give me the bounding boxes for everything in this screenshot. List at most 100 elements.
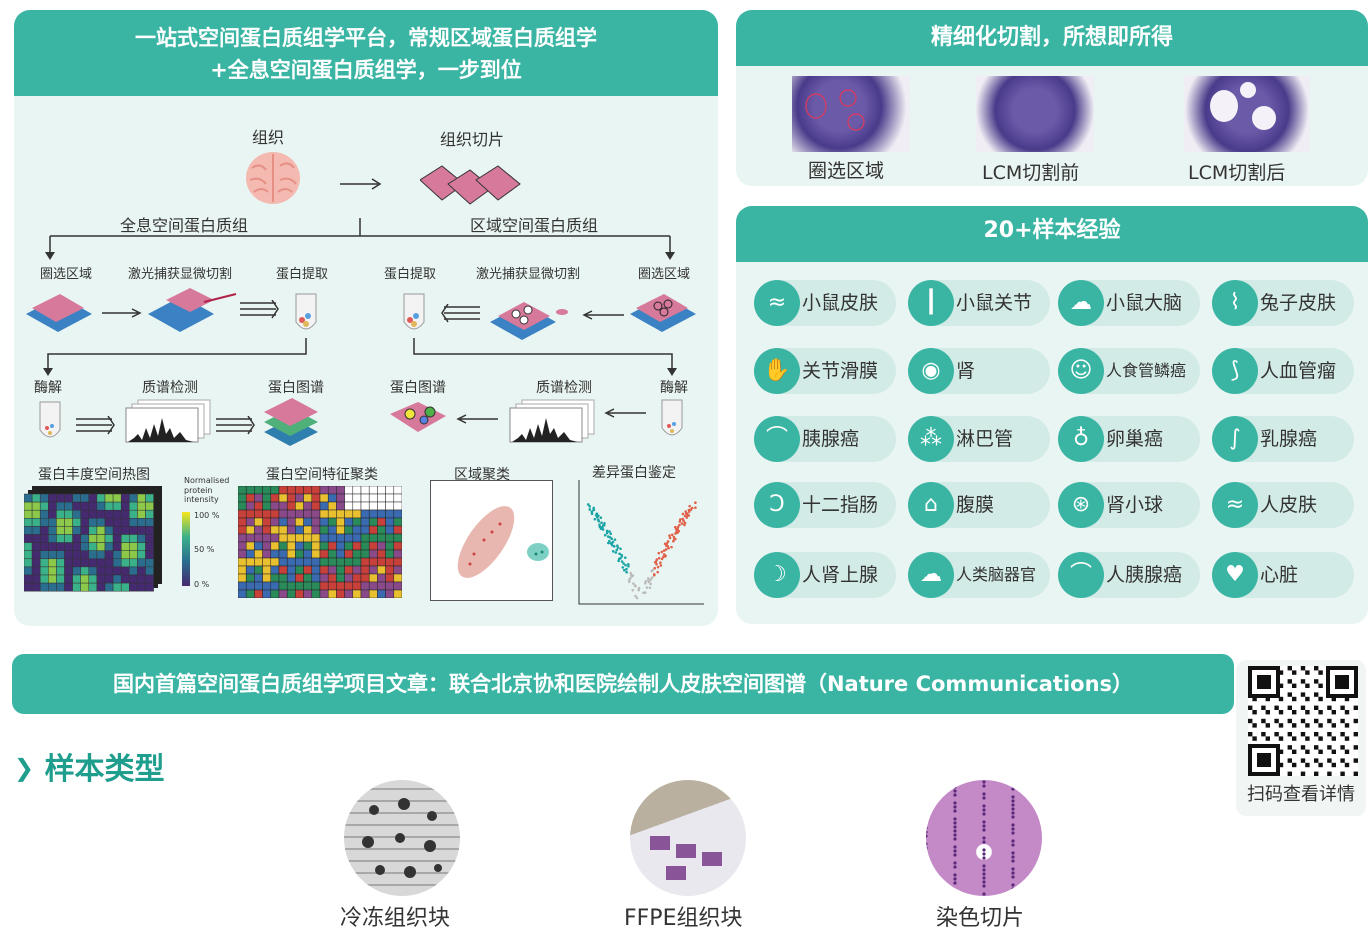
right-step-protein-extract: 蛋白提取: [384, 267, 437, 282]
arrow-left-icon: [582, 310, 624, 320]
qr-card[interactable]: 扫码查看详情: [1236, 660, 1366, 816]
skin-icon: ≈: [754, 280, 800, 326]
sample-item: ♥心脏: [1212, 552, 1354, 598]
region-cluster-title: 区域聚类: [454, 467, 510, 483]
qr-code-image[interactable]: [1248, 666, 1358, 776]
right-step-lcm: 激光捕获显微切割: [476, 267, 581, 282]
sample-item: ☁人类脑器官: [908, 552, 1050, 598]
sample-item-label: 乳腺癌: [1260, 428, 1318, 450]
brain-icon: ☁: [1058, 280, 1104, 326]
multi-arrow-icon: [240, 300, 279, 319]
right-step-protein-map: 蛋白图谱: [390, 380, 446, 396]
arrow-left-icon: [604, 408, 646, 418]
brain-illustration: [246, 152, 300, 204]
sample-item-label: 淋巴管: [956, 428, 1014, 450]
workflow-header: 一站式空间蛋白质组学平台，常规区域蛋白质组学 +全息空间蛋白质组学，一步到位: [14, 10, 718, 96]
region-cut-illustration: [490, 302, 568, 340]
cluster-grid: [238, 486, 402, 598]
mass-spec-spectra-icon: [125, 399, 211, 443]
cut-caption-select: 圈选区域: [808, 160, 885, 182]
tissue-label: 组织: [252, 128, 285, 147]
legend-title-line2: protein: [184, 486, 213, 495]
sample-item: ♁卵巢癌: [1058, 416, 1200, 462]
sample-item-label: 人类脑器官: [956, 565, 1037, 584]
cut-caption-after: LCM切割后: [1188, 162, 1286, 184]
lymph-icon: ⁂: [908, 416, 954, 462]
sample-item: ⌒胰腺癌: [754, 416, 896, 462]
left-step-ms: 质谱检测: [142, 380, 198, 396]
sample-item-label: 卵巢癌: [1106, 428, 1164, 450]
sample-item: ≈小鼠皮肤: [754, 280, 896, 326]
cluster-map-title: 蛋白空间特征聚类: [266, 467, 378, 483]
tube-icon: [403, 293, 425, 330]
sample-item: ┃小鼠关节: [908, 280, 1050, 326]
sample-item-label: 兔子皮肤: [1260, 292, 1337, 314]
chevron-right-icon: ❯: [14, 754, 35, 782]
layered-map-icon: [264, 398, 318, 446]
multi-arrow-icon: [441, 304, 480, 323]
qr-caption: 扫码查看详情: [1247, 784, 1355, 805]
left-step-protein-map: 蛋白图谱: [268, 380, 324, 396]
sample-type-frozen: 冷冻组织块: [340, 906, 451, 931]
publication-banner[interactable]: 国内首篇空间蛋白质组学项目文章：联合北京协和医院绘制人皮肤空间图谱（Nature…: [12, 654, 1234, 714]
cut-caption-before: LCM切割前: [982, 162, 1080, 184]
adrenal-icon: ☽: [754, 552, 800, 598]
sample-item: ⌒人胰腺癌: [1058, 552, 1200, 598]
arrow-right-icon: [102, 308, 142, 318]
sample-item-label: 肾小球: [1106, 494, 1164, 516]
tissue-image-circled: [792, 76, 910, 152]
ffpe-block-image: [630, 780, 746, 896]
left-step-digest: 酶解: [34, 380, 62, 396]
right-step-ms: 质谱检测: [536, 380, 592, 396]
skin-icon: ≈: [1212, 482, 1258, 528]
tissue-slices-illustration: [420, 165, 521, 205]
sample-type-stained: 染色切片: [936, 906, 1025, 931]
protein-map-slide-icon: [390, 402, 446, 432]
sample-item-label: 小鼠大脑: [1106, 292, 1183, 314]
tube-icon: [661, 399, 683, 436]
sample-item: ≈人皮肤: [1212, 482, 1354, 528]
sample-item: ◉肾: [908, 348, 1050, 394]
right-step-digest: 酶解: [660, 380, 688, 396]
legend-title-line1: Normalised: [184, 476, 230, 485]
sample-item: ⌂腹膜: [908, 482, 1050, 528]
connector-lines: [43, 338, 677, 376]
branch-lines: [45, 218, 675, 260]
tissue-image-after-lcm: [1184, 76, 1310, 152]
arrow-left-icon: [456, 414, 498, 424]
legend-tick-0: 0 %: [194, 580, 210, 589]
sample-item-label: 心脏: [1260, 564, 1299, 586]
laser-cut-illustration: [148, 288, 237, 332]
duodenum-icon: Ↄ: [754, 482, 800, 528]
breast-icon: ∫: [1212, 416, 1258, 462]
sample-item: ⁂淋巴管: [908, 416, 1050, 462]
right-step-select-region: 圈选区域: [638, 267, 691, 282]
sample-item: ∫乳腺癌: [1212, 416, 1354, 462]
pancreas-icon: ⌒: [754, 416, 800, 462]
holo-proteome-label: 全息空间蛋白质组: [120, 216, 249, 235]
hair-skin-icon: ⌇: [1212, 280, 1258, 326]
legend-tick-50: 50 %: [194, 545, 215, 554]
samples-panel-header: 20+样本经验: [736, 206, 1368, 262]
sample-item: ✋关节滑膜: [754, 348, 896, 394]
vessel-icon: ⟆: [1212, 348, 1258, 394]
stained-slide-image: [926, 780, 1042, 896]
region-proteome-label: 区域空间蛋白质组: [470, 216, 599, 235]
joint-icon: ┃: [908, 280, 954, 326]
workflow-title-line2: +全息空间蛋白质组学，一步到位: [210, 58, 522, 82]
sample-type-ffpe: FFPE组织块: [624, 906, 743, 931]
volcano-plot: [578, 480, 704, 605]
sample-item-label: 人食管鳞癌: [1106, 361, 1187, 380]
legend-tick-100: 100 %: [194, 511, 220, 520]
sample-item-label: 小鼠皮肤: [802, 292, 879, 314]
tube-icon: [39, 401, 61, 438]
legend-colorbar: [182, 512, 190, 586]
kidney-icon: ◉: [908, 348, 954, 394]
tube-icon: [295, 293, 317, 330]
left-step-lcm: 激光捕获显微切割: [128, 267, 233, 282]
sample-item: ☺人食管鳞癌: [1058, 348, 1200, 394]
sample-item-label: 胰腺癌: [802, 428, 860, 450]
hand-icon: ✋: [754, 348, 800, 394]
protein-heatmap: [24, 486, 162, 592]
